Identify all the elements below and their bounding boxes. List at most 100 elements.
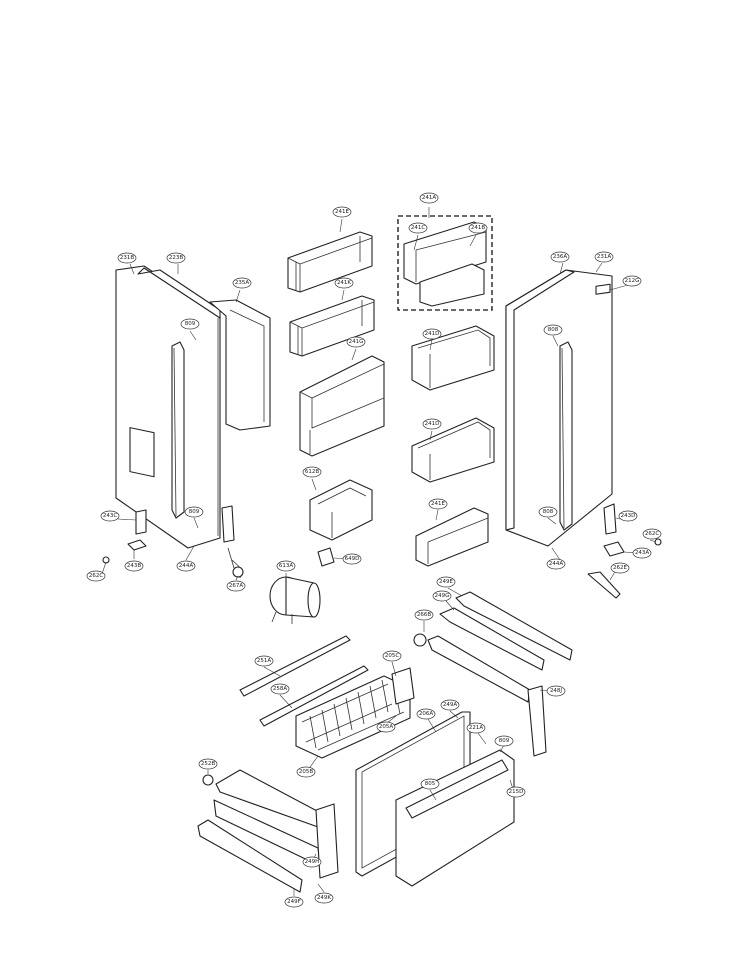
part-callout: 248J	[546, 685, 566, 697]
callout-bubble	[468, 222, 488, 234]
callout-bubble	[302, 856, 322, 868]
part-callout: 205B	[296, 766, 316, 778]
callout-label: 249G	[435, 593, 450, 599]
motor-cylinder	[269, 576, 321, 624]
part-callout: 243A	[632, 547, 652, 559]
callout-bubble	[419, 192, 439, 204]
callout-label: 206A	[419, 711, 433, 717]
callout-bubble	[117, 252, 137, 264]
callout-label: 244A	[549, 561, 563, 567]
callout-label: 221A	[469, 725, 483, 731]
part-callout: 251A	[254, 655, 274, 667]
callout-bubble	[284, 896, 304, 908]
callout-bubble	[270, 683, 290, 695]
callout-label: 262C	[89, 573, 103, 579]
callout-bubble	[176, 560, 196, 572]
callout-label: 266B	[417, 612, 431, 618]
part-callout: 649D	[342, 553, 362, 565]
callout-bubble	[226, 580, 246, 592]
callout-label: 249H	[305, 859, 320, 865]
callout-label: 248J	[550, 688, 562, 694]
callout-bubble	[436, 576, 456, 588]
callout-label: 215D	[509, 789, 524, 795]
callout-bubble	[428, 498, 448, 510]
part-callout: 241D	[422, 328, 442, 340]
callout-label: 241E	[431, 501, 445, 507]
part-callout: 262C	[642, 528, 662, 540]
door-bin-top	[287, 231, 373, 293]
callout-bubble	[254, 655, 274, 667]
callout-bubble	[232, 277, 252, 289]
part-callout: 808	[538, 506, 558, 518]
part-callout: 809	[494, 735, 514, 747]
callout-label: 808	[543, 509, 554, 515]
callout-label: 243A	[635, 550, 649, 556]
callout-bubble	[416, 708, 436, 720]
part-callout: 249F	[284, 896, 304, 908]
part-callout: 808	[543, 324, 563, 336]
callout-bubble	[618, 510, 638, 522]
part-callout: 241A	[419, 192, 439, 204]
part-callout: 249K	[314, 892, 334, 904]
callout-bubble	[432, 590, 452, 602]
callout-bubble	[332, 206, 352, 218]
callout-bubble	[422, 328, 442, 340]
callout-label: 231A	[597, 254, 611, 260]
part-callout: 241C	[408, 222, 428, 234]
callout-label: 205B	[299, 769, 313, 775]
callout-bubble	[440, 699, 460, 711]
callout-bubble	[100, 510, 120, 522]
callout-bubble	[466, 722, 486, 734]
callout-label: 613A	[279, 563, 293, 569]
callout-bubble	[184, 506, 204, 518]
part-callout: 258A	[270, 683, 290, 695]
part-callout: 805	[420, 778, 440, 790]
callout-label: 241C	[411, 225, 425, 231]
part-callout: 809	[184, 506, 204, 518]
callout-label: 205A	[379, 724, 393, 730]
callout-label: 241K	[337, 280, 351, 286]
callout-label: 262E	[613, 565, 627, 571]
callout-label: 241B	[471, 225, 485, 231]
callout-bubble	[334, 277, 354, 289]
callout-bubble	[546, 558, 566, 570]
callout-label: 809	[499, 738, 510, 744]
callout-label: 223B	[169, 255, 183, 261]
part-callout: 262C	[86, 570, 106, 582]
part-callout: 212G	[622, 275, 642, 287]
callout-label: 236A	[553, 254, 567, 260]
part-callout: 249G	[432, 590, 452, 602]
callout-label: 262C	[645, 531, 659, 537]
callout-bubble	[346, 336, 366, 348]
callout-bubble	[546, 685, 566, 697]
right-door	[505, 269, 613, 547]
part-callout: 206A	[416, 708, 436, 720]
left-hinge-parts	[102, 509, 147, 564]
right-bin-upper	[411, 325, 495, 391]
part-callout: 231A	[594, 251, 614, 263]
callout-label: 243D	[621, 513, 636, 519]
callout-label: 249A	[443, 702, 457, 708]
callout-bubble	[538, 506, 558, 518]
part-callout: 243C	[100, 510, 120, 522]
dashed-bin-assembly-box	[397, 215, 493, 311]
callout-label: 249F	[287, 899, 301, 905]
callout-label: 808	[548, 327, 559, 333]
part-callout: 236A	[550, 251, 570, 263]
callout-bubble	[420, 778, 440, 790]
part-callout: 249A	[440, 699, 460, 711]
callout-label: 249K	[317, 895, 331, 901]
callout-bubble	[414, 609, 434, 621]
part-callout: 249H	[302, 856, 322, 868]
callout-bubble	[124, 560, 144, 572]
callout-label: 241D	[425, 421, 440, 427]
part-callout: 241D	[422, 418, 442, 430]
part-callout: 249E	[436, 576, 456, 588]
callout-label: 241D	[425, 331, 440, 337]
callout-label: 231B	[120, 255, 134, 261]
wire-basket	[295, 667, 415, 759]
part-callout: 215D	[506, 786, 526, 798]
callout-label: 205C	[385, 653, 399, 659]
part-callout: 241E	[428, 498, 448, 510]
